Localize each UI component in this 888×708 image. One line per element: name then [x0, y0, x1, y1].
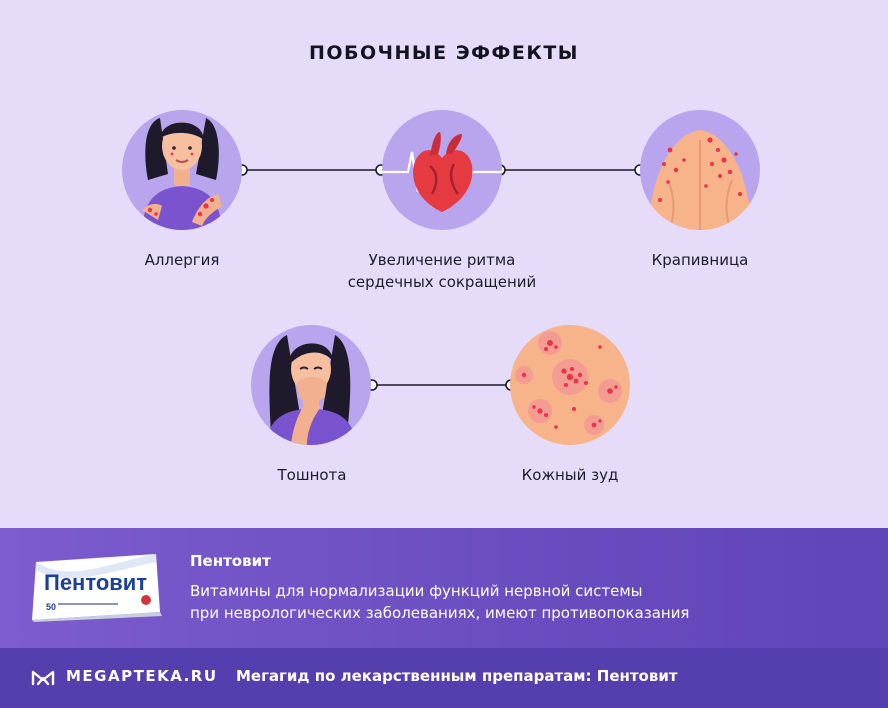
product-box-label: Пентовит: [44, 570, 147, 595]
label-hives: Крапивница: [651, 251, 749, 269]
allergy-woman-icon: [122, 110, 242, 230]
page-title: ПОБОЧНЫЕ ЭФФЕКТЫ: [308, 42, 579, 64]
product-description-line1: Витамины для нормализации функций нервно…: [190, 582, 643, 600]
product-box-count: 50: [46, 602, 56, 612]
heart-pulse-icon: [382, 110, 502, 230]
label-itch: Кожный зуд: [521, 466, 619, 484]
label-heart-rate-line2: сердечных сокращений: [347, 273, 537, 291]
megapteka-logo-icon: [31, 670, 55, 686]
nausea-woman-icon: [251, 325, 371, 445]
label-heart-rate-line1: Увеличение ритма: [368, 251, 516, 269]
hives-back-icon: [640, 110, 760, 230]
label-heart-rate: Увеличение ритма сердечных сокращений: [312, 249, 572, 293]
footer: MEGAPTEKA.RU Мегагид по лекарственным пр…: [0, 648, 888, 708]
product-description: Витамины для нормализации функций нервно…: [190, 580, 810, 624]
megapteka-logo-text[interactable]: MEGAPTEKA.RU: [66, 667, 218, 685]
product-description-line2: при неврологических заболеваниях, имеют …: [190, 604, 690, 622]
product-name: Пентовит: [190, 552, 271, 570]
footer-guide-text: Мегагид по лекарственным препаратам: Пен…: [236, 667, 678, 685]
product-band: Пентовит 50 Пентовит Витамины для нормал…: [0, 528, 888, 648]
product-box-image: Пентовит 50: [32, 554, 162, 622]
label-nausea: Тошнота: [277, 466, 347, 484]
itchy-skin-icon: [510, 325, 630, 445]
label-allergy: Аллергия: [144, 251, 220, 269]
